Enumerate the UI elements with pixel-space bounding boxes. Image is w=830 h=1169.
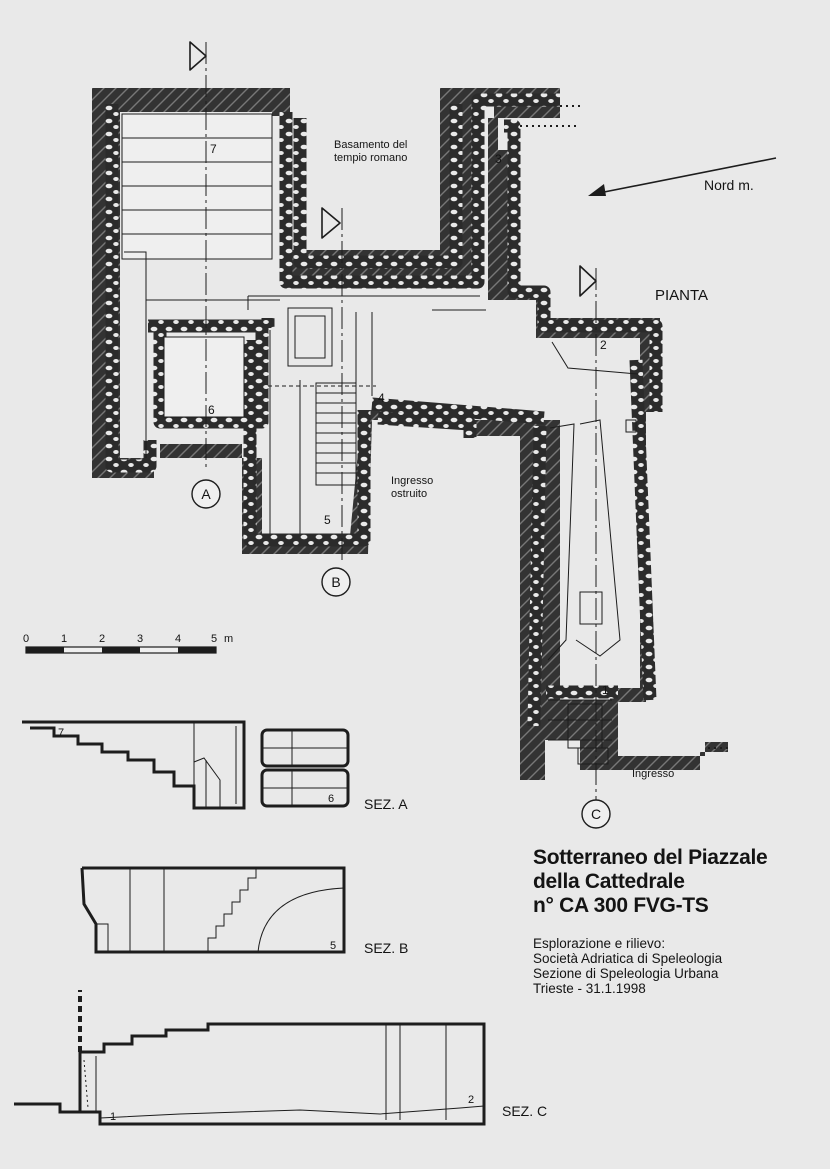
blocked-entrance-label-line-2: ostruito: [391, 488, 427, 500]
section-b-label: SEZ. B: [364, 940, 408, 956]
doorway-lines: [520, 105, 732, 749]
credit-line-3: Sezione di Speleologia Urbana: [533, 966, 719, 981]
scale-bar: 0 1 2 3 4 5 m: [23, 633, 233, 654]
central-corridor: [247, 295, 486, 534]
rubble-walls: [105, 93, 663, 727]
section-marker-a: A: [191, 479, 221, 509]
credit-line-4: Trieste - 31.1.1998: [533, 981, 646, 996]
section-c-label: SEZ. C: [502, 1103, 547, 1119]
credit-line-2: Società Adriatica di Speleologia: [533, 951, 723, 966]
section-a-point-6: 6: [328, 793, 334, 805]
entrance-label: Ingresso: [632, 768, 674, 780]
scale-tick-3: 3: [137, 633, 143, 645]
section-c-point-1: 1: [110, 1111, 116, 1123]
point-2-label: 2: [600, 338, 607, 352]
section-a-point-7: 7: [58, 727, 64, 739]
point-7-label: 7: [210, 142, 217, 156]
plan-view-label: PIANTA: [655, 287, 708, 304]
section-marker-b: B: [321, 567, 351, 597]
section-a-label: SEZ. A: [364, 796, 408, 812]
long-gallery: [547, 341, 639, 765]
scale-tick-5: 5: [211, 633, 217, 645]
title-line-1: Sotterraneo del Piazzale: [533, 846, 768, 869]
section-c: [14, 990, 486, 1126]
scale-tick-4: 4: [175, 633, 181, 645]
marker-a-label: A: [201, 486, 211, 502]
title-block: Sotterraneo del Piazzale della Cattedral…: [533, 846, 825, 996]
staircase-7: [121, 113, 280, 458]
blocked-entrance-label-line-1: Ingresso: [391, 475, 433, 487]
section-b: [80, 866, 346, 954]
north-label: Nord m.: [704, 177, 754, 193]
point-3-label: 3: [495, 152, 502, 166]
point-5-label: 5: [324, 513, 331, 527]
temple-label-line-1: Basamento del: [334, 139, 407, 151]
point-1-label: 1: [602, 683, 609, 697]
marker-b-label: B: [331, 574, 340, 590]
section-lines: [205, 42, 597, 800]
title-line-3: n° CA 300 FVG-TS: [533, 894, 709, 917]
section-b-point-5: 5: [330, 940, 336, 952]
point-6-label: 6: [208, 403, 215, 417]
credits: Esplorazione e rilievo: Società Adriatic…: [533, 936, 825, 996]
marker-c-label: C: [591, 806, 601, 822]
scale-tick-2: 2: [99, 633, 105, 645]
section-c-point-2: 2: [468, 1094, 474, 1106]
scale-unit: m: [224, 633, 233, 645]
section-a: [22, 720, 350, 810]
temple-label-line-2: tempio romano: [334, 152, 407, 164]
credit-line-1: Esplorazione e rilievo:: [533, 936, 666, 951]
north-arrow: [588, 157, 777, 196]
scale-tick-0: 0: [23, 633, 29, 645]
section-marker-c: C: [581, 799, 611, 829]
section-flags: [189, 41, 597, 297]
plan-view: A B C 1 2 3 4 5 6 7 Basamento del tempio…: [92, 41, 777, 829]
scale-tick-1: 1: [61, 633, 67, 645]
title-line-2: della Cattedrale: [533, 870, 685, 893]
point-4-label: 4: [378, 391, 385, 405]
room-6: [163, 336, 245, 418]
